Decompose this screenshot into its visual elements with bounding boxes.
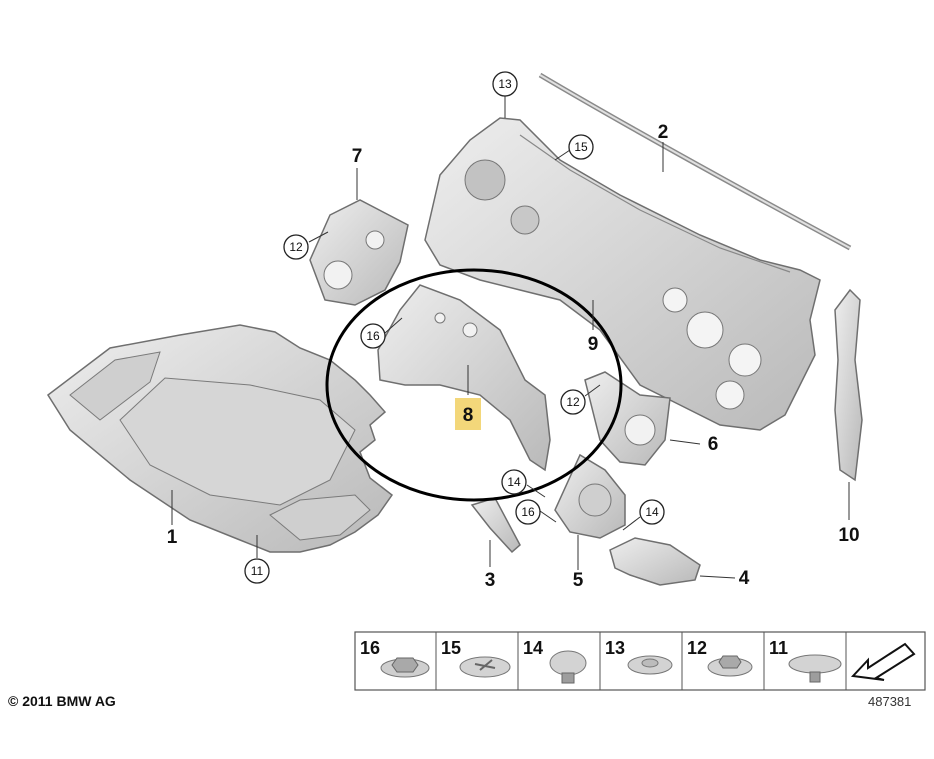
circle-label-16-bottom: 16 (521, 505, 535, 519)
collar-nut-icon (707, 655, 753, 677)
circle-label-16-top: 16 (366, 329, 380, 343)
label-5: 5 (573, 570, 584, 591)
legend-label-16: 16 (360, 638, 380, 658)
part-10-insulation-strip (834, 288, 863, 482)
circle-labels: 13 15 12 16 12 14 16 14 11 (244, 71, 665, 584)
label-2: 2 (658, 122, 669, 143)
circle-label-14-right: 14 (645, 505, 659, 519)
label-8-highlight (455, 398, 481, 430)
label-7: 7 (352, 146, 363, 167)
part-3-insulation-piece (470, 497, 521, 554)
legend-label-11: 11 (769, 638, 788, 658)
flat-nut-icon (627, 655, 673, 675)
label-1: 1 (167, 527, 178, 548)
circle-label-13: 13 (498, 77, 512, 91)
part-7-insulation-piece (309, 199, 409, 306)
copyright-text: © 2011 BMW AG (8, 693, 116, 709)
legend-label-13: 13 (605, 638, 625, 658)
legend-label-15: 15 (441, 638, 461, 658)
label-6: 6 (708, 434, 719, 455)
highlight-ellipse (325, 268, 623, 502)
part-9-bulkhead-insulation (424, 117, 821, 431)
label-9: 9 (588, 334, 599, 355)
label-10: 10 (838, 525, 859, 546)
arrow-icon (850, 642, 916, 681)
legend-label-12: 12 (687, 638, 707, 658)
part-labels: 1 2 3 4 5 6 7 8 9 10 (167, 122, 860, 591)
label-3: 3 (485, 570, 496, 591)
reference-number: 487381 (868, 694, 912, 709)
legend-label-14: 14 (523, 638, 543, 658)
part-1-underbody-panel (46, 324, 394, 553)
part-4-insulation-piece (609, 537, 701, 586)
label-8: 8 (463, 405, 474, 426)
part-8-insulation-piece (377, 284, 551, 472)
ribbed-clip-icon (788, 654, 842, 683)
part-6-insulation-piece (584, 371, 671, 466)
circle-label-11: 11 (251, 564, 264, 578)
label-4: 4 (739, 568, 750, 589)
hex-nut-washer-icon (380, 657, 430, 678)
part-5-insulation-piece (554, 453, 626, 539)
fastener-legend: 16 15 14 13 12 11 (354, 631, 926, 691)
circle-label-14-left: 14 (507, 475, 521, 489)
push-clip-icon (549, 650, 587, 684)
circle-label-12-top: 12 (289, 240, 303, 254)
spreader-nut-icon (459, 656, 511, 678)
circle-label-15: 15 (574, 140, 588, 154)
circle-label-12-mid: 12 (566, 395, 580, 409)
